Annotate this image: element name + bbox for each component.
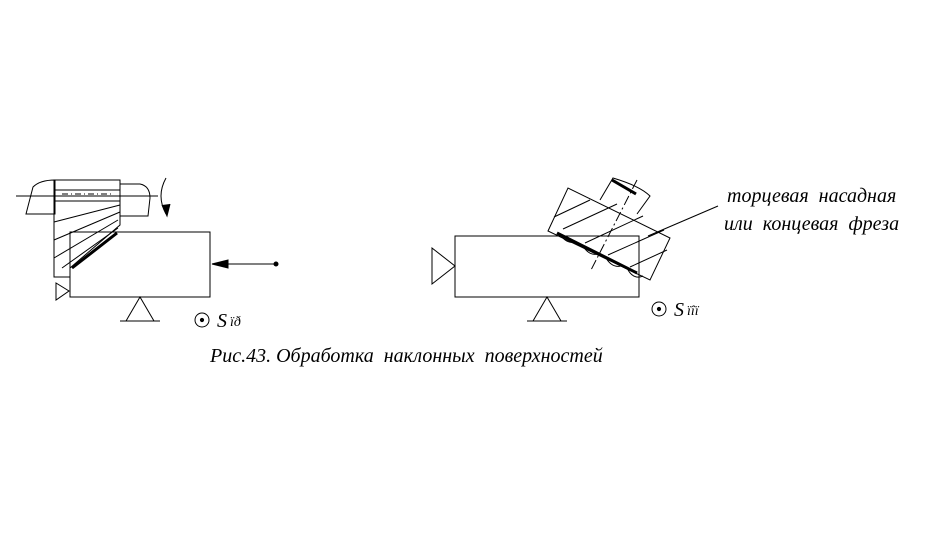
left-feed-direction-icon — [194, 312, 210, 328]
right-feed-subscript: ïîï — [687, 304, 700, 319]
left-angle-cutter — [53, 179, 121, 278]
callout-leader — [647, 205, 719, 237]
left-workpiece — [69, 231, 211, 298]
callout-label-line-2: или концевая фреза — [724, 213, 899, 235]
right-spindle — [599, 177, 651, 215]
left-locator-symbol — [55, 282, 70, 301]
left-feed-symbol: S — [217, 310, 227, 332]
right-feed-symbol: S — [674, 299, 684, 321]
right-locator-symbol — [431, 246, 456, 286]
right-workpiece — [454, 235, 640, 298]
right-chamfer — [556, 231, 638, 275]
left-assembly — [16, 177, 279, 328]
left-spindle-housing — [25, 179, 151, 217]
right-assembly — [431, 177, 719, 322]
callout-label-line-1: торцевая насадная — [727, 185, 896, 207]
left-support-symbol — [125, 296, 155, 322]
right-feed-direction-icon — [651, 301, 667, 317]
left-chamfer — [71, 231, 118, 270]
left-feed-subscript: ïð — [230, 315, 241, 330]
right-support-symbol — [532, 296, 562, 322]
right-spindle-axis — [590, 179, 638, 271]
figure-caption: Рис.43. Обработка наклонных поверхностей — [209, 345, 603, 367]
